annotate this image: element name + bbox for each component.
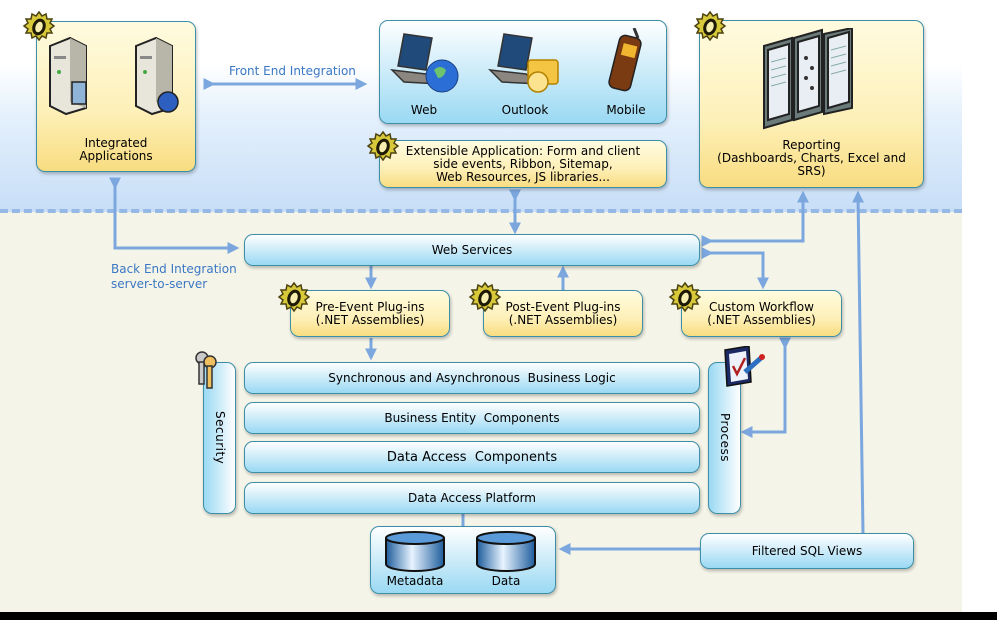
pre-event-plugins-box: Pre-Event Plug-ins (.NET Assemblies) — [290, 290, 450, 337]
gear-icon — [366, 130, 400, 162]
integrated-applications-label: Integrated Applications — [79, 136, 153, 163]
server-icon — [49, 36, 87, 116]
keys-icon — [195, 351, 217, 389]
data-access-components-label: Data Access Components — [386, 449, 558, 465]
workflow-process-arrow — [740, 337, 791, 438]
tier-divider — [0, 209, 962, 213]
business-logic-layer: Synchronous and Asynchronous Business Lo… — [244, 362, 700, 394]
web-services-workflow-arrow — [701, 247, 769, 290]
back-end-line2: server-to-server — [111, 277, 208, 291]
custom-workflow-line2: (.NET Assemblies) — [707, 312, 816, 327]
business-logic-label: Synchronous and Asynchronous Business Lo… — [328, 370, 616, 385]
reporting-line1: Reporting — [782, 138, 841, 152]
reporting-line3: SRS) — [797, 164, 826, 178]
laptop-outlook-icon — [488, 33, 559, 93]
web-services-reporting-arrow — [701, 190, 809, 247]
data-access-components-layer: Data Access Components — [244, 441, 700, 473]
laptop-globe-icon — [390, 33, 459, 93]
process-column: Process — [708, 362, 741, 514]
post-event-plugins-box: Post-Event Plug-ins (.NET Assemblies) — [483, 290, 643, 337]
web-services-label: Web Services — [431, 242, 513, 257]
reports-documents-icon — [763, 28, 853, 130]
architecture-diagram: Integrated Applications Front End Integr… — [0, 0, 962, 612]
gear-icon — [468, 281, 502, 313]
business-entity-label: Business Entity Components — [384, 410, 560, 425]
database-icon — [476, 531, 536, 572]
extensible-line3: Web Resources, JS libraries... — [436, 169, 610, 184]
connector-arrows — [109, 78, 865, 555]
client-outlook-label: Outlook — [501, 103, 549, 117]
data-access-platform-layer: Data Access Platform — [244, 482, 700, 514]
filtered-sql-views-label: Filtered SQL Views — [751, 543, 863, 558]
filtered-sql-views-box: Filtered SQL Views — [700, 533, 914, 569]
database-data-label: Data — [491, 574, 521, 588]
reporting-line2: (Dashboards, Charts, Excel and — [717, 151, 906, 165]
mobile-phone-icon — [608, 28, 642, 92]
web-services-box: Web Services — [244, 234, 700, 266]
post-event-line1: Post-Event Plug-ins — [505, 299, 621, 314]
custom-workflow-box: Custom Workflow (.NET Assemblies) — [681, 290, 842, 337]
database-icon — [385, 531, 445, 572]
gear-icon — [693, 10, 727, 42]
web-server-icon — [135, 36, 179, 116]
business-entity-layer: Business Entity Components — [244, 402, 700, 434]
process-label: Process — [718, 413, 732, 463]
gear-icon — [277, 281, 311, 313]
custom-workflow-line1: Custom Workflow — [709, 299, 814, 314]
bottom-border — [0, 612, 997, 620]
extensible-application-box: Extensible Application: Form and client … — [379, 140, 667, 188]
sql-views-reporting-arrow — [852, 190, 865, 534]
database-metadata-label: Metadata — [386, 574, 444, 588]
pre-event-line2: (.NET Assemblies) — [315, 312, 425, 327]
client-web-label: Web — [410, 103, 438, 117]
front-end-integration-label: Front End Integration — [229, 64, 356, 78]
data-access-platform-label: Data Access Platform — [408, 490, 536, 505]
post-event-line2: (.NET Assemblies) — [508, 312, 618, 327]
back-end-integration-label: Back End Integration server-to-server — [111, 262, 237, 292]
gear-icon — [22, 10, 56, 42]
pre-event-line1: Pre-Event Plug-ins — [315, 299, 425, 314]
client-mobile-label: Mobile — [606, 103, 646, 117]
gear-icon — [668, 281, 702, 313]
extensible-line1: Extensible Application: Form and client — [405, 143, 641, 158]
back-end-line1: Back End Integration — [111, 262, 237, 276]
checklist-icon — [724, 346, 765, 387]
back-end-arrow — [109, 177, 240, 254]
extensible-line2: side events, Ribbon, Sitemap, — [433, 156, 613, 171]
security-label: Security — [213, 411, 227, 465]
